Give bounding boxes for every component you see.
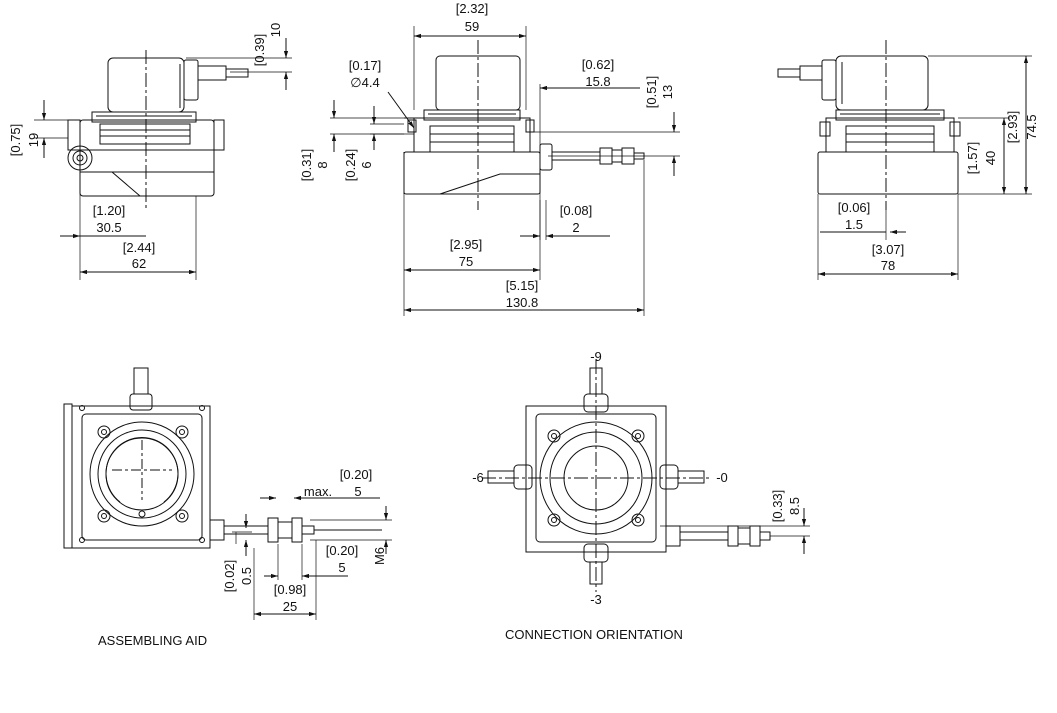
dim-asm-len-mm: 25 (283, 599, 297, 614)
dim-side-exit-in: [0.51] (644, 76, 659, 109)
dim-asm-max-label: max. (304, 484, 332, 499)
orientation-view (482, 360, 810, 592)
dim-side-exit-mm: 13 (660, 85, 675, 99)
dim-front-offset-mm: 30.5 (96, 220, 121, 235)
dim-asm-thread: M6 (372, 547, 387, 565)
front-view (34, 38, 292, 280)
dim-side-base-mm: 75 (459, 254, 473, 269)
dim-rear-off-mm: 1.5 (845, 217, 863, 232)
dim-asm-max-in: [0.20] (340, 467, 373, 482)
orientation-label-top: -9 (590, 349, 602, 364)
dim-side-flange-mm: 8 (315, 161, 330, 168)
dim-front-offset-in: [1.20] (93, 203, 126, 218)
dim-front-width-mm: 62 (132, 256, 146, 271)
dim-side-total-mm: 130.8 (506, 295, 539, 310)
dim-asm-len-in: [0.98] (274, 582, 307, 597)
dim-side-fitting-mm: 15.8 (585, 74, 610, 89)
caption-connection-orientation: CONNECTION ORIENTATION (505, 627, 683, 642)
dim-rear-height-mm: 74.5 (1024, 114, 1039, 139)
dim-front-height-mm: 19 (26, 133, 41, 147)
dim-asm-low-mm: 0.5 (239, 567, 254, 585)
dim-rear-mid-in: [1.57] (965, 142, 980, 175)
dim-front-height-in: [0.75] (8, 124, 23, 157)
dim-rear-width-in: [3.07] (872, 242, 905, 257)
dim-side-slot-mm: 6 (359, 161, 374, 168)
dim-front-width-in: [2.44] (123, 240, 156, 255)
dim-side-hole-in: [0.17] (349, 58, 382, 73)
dim-side-base-in: [2.95] (450, 237, 483, 252)
dim-side-flange-in: [0.31] (299, 149, 314, 182)
dim-side-slot-in: [0.24] (343, 149, 358, 182)
dim-asm-nut-in: [0.20] (326, 543, 359, 558)
assembling-view (63, 367, 392, 620)
dim-side-fitting-in: [0.62] (582, 57, 615, 72)
dim-orient-exit-mm: 8.5 (787, 497, 802, 515)
dim-rear-width-mm: 78 (881, 258, 895, 273)
dim-asm-nut-mm: 5 (338, 560, 345, 575)
rear-view (777, 40, 1032, 280)
dim-orient-exit-in: [0.33] (770, 490, 785, 523)
dim-asm-max-mm: 5 (354, 484, 361, 499)
dim-side-body-mm: 59 (465, 19, 479, 34)
caption-assembling-aid: ASSEMBLING AID (98, 633, 208, 648)
dim-side-body-in: [2.32] (456, 1, 489, 16)
dim-rear-mid-mm: 40 (983, 151, 998, 165)
orientation-label-right: -0 (716, 470, 728, 485)
side-view (330, 26, 680, 316)
dim-rear-height-in: [2.93] (1005, 111, 1020, 144)
orientation-label-bottom: -3 (590, 592, 602, 607)
dim-side-hole-mm: ∅4.4 (350, 75, 379, 90)
dim-asm-low-in: [0.02] (222, 560, 237, 593)
dim-front-plug-in: [0.39] (252, 34, 267, 67)
dim-rear-off-in: [0.06] (838, 200, 871, 215)
dim-side-total-in: [5.15] (506, 278, 539, 293)
orientation-label-left: -6 (472, 470, 484, 485)
dim-side-gap-mm: 2 (572, 220, 579, 235)
dim-side-gap-in: [0.08] (560, 203, 593, 218)
dim-front-plug-mm: 10 (268, 23, 283, 37)
